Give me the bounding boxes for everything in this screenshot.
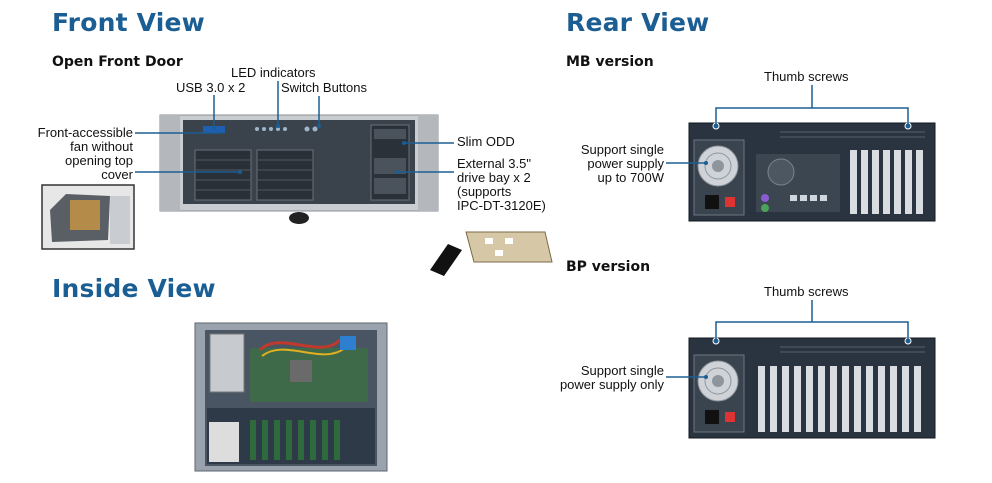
slim-odd-label: Slim ODD (457, 134, 515, 149)
usb-label: USB 3.0 x 2 (176, 80, 246, 95)
rear-view-title: Rear View (566, 8, 710, 37)
drive-bay-label-line2: drive bay x 2 (457, 170, 531, 185)
drive-bay-label: External 3.5" drive bay x 2 (supports IP… (457, 157, 546, 213)
drive-bay-label-line1: External 3.5" (457, 156, 531, 171)
mb-version-subtitle: MB version (566, 54, 654, 70)
drive-bay-label-line4: IPC-DT-3120E) (457, 198, 546, 213)
bp-version-subtitle: BP version (566, 259, 651, 275)
mb-psu-label: Support single power supply up to 700W (544, 143, 664, 185)
inside-view-title: Inside View (52, 274, 216, 303)
bp-thumb-screws-label: Thumb screws (764, 284, 849, 299)
front-fan-label-line2: fan without (70, 139, 133, 154)
front-fan-label-line4: cover (101, 167, 133, 182)
mb-psu-label-line2: power supply (587, 156, 664, 171)
mb-psu-label-line3: up to 700W (597, 170, 665, 185)
bp-psu-label-line2: power supply only (559, 377, 664, 392)
switch-buttons-label: Switch Buttons (281, 80, 367, 95)
mb-thumb-screws-label: Thumb screws (764, 69, 849, 84)
front-view-title: Front View (52, 8, 205, 37)
mb-psu-label-line1: Support single (580, 142, 664, 157)
bp-psu-label-line1: Support single (580, 363, 664, 378)
led-indicators-label: LED indicators (231, 65, 316, 80)
open-front-door-subtitle: Open Front Door (52, 54, 183, 70)
front-fan-label-line1: Front-accessible (37, 125, 133, 140)
drive-bay-label-line3: (supports (457, 184, 512, 199)
front-fan-label-line3: opening top (65, 153, 133, 168)
bp-psu-label: Support single power supply only (540, 364, 664, 392)
front-fan-label: Front-accessible fan without opening top… (20, 126, 133, 182)
